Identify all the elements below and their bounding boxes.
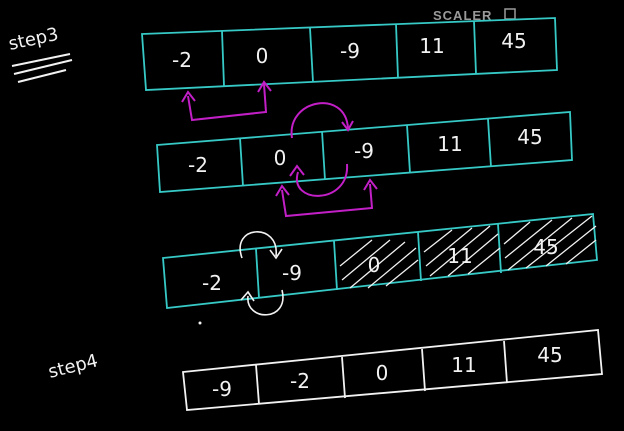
row2-cell-2: 0 bbox=[274, 146, 287, 170]
swap-arrow-row2 bbox=[275, 102, 378, 218]
row1-cell-1: -2 bbox=[172, 48, 192, 72]
arrow-head-icon bbox=[181, 90, 196, 103]
arrow-head-icon bbox=[240, 290, 255, 302]
row4-cell-1: -9 bbox=[212, 377, 232, 401]
step4-text: step4 bbox=[46, 350, 100, 383]
array-row-3: -2 -9 0 11 45 bbox=[162, 213, 598, 309]
step4-label: step4 bbox=[46, 350, 100, 383]
row4-cell-4: 11 bbox=[451, 353, 476, 377]
row1-cell-2: 0 bbox=[256, 44, 269, 68]
row1-cell-3: -9 bbox=[340, 39, 360, 63]
swap-arrow-row1 bbox=[181, 80, 272, 122]
logo-text: SCALER bbox=[433, 8, 492, 23]
row1-cell-4: 11 bbox=[419, 34, 444, 58]
row3-cell-4: 11 bbox=[447, 244, 472, 268]
step3-label: step3 bbox=[7, 24, 73, 83]
row2-cell-1: -2 bbox=[188, 153, 208, 177]
row3-cell-1: -2 bbox=[202, 271, 222, 295]
row3-cell-5: 45 bbox=[533, 235, 558, 259]
swap-arrow-row3 bbox=[198, 231, 284, 325]
step3-text: step3 bbox=[7, 24, 61, 55]
row2-cell-4: 11 bbox=[437, 132, 462, 156]
row2-cell-3: -9 bbox=[354, 139, 374, 163]
row3-cell-3: 0 bbox=[368, 253, 381, 277]
row3-cell-2: -9 bbox=[282, 261, 302, 285]
array-row-4: -9 -2 0 11 45 bbox=[182, 329, 603, 411]
array-row-2: -2 0 -9 11 45 bbox=[156, 111, 573, 193]
row4-cell-5: 45 bbox=[537, 343, 562, 367]
arrow-head-icon bbox=[275, 184, 290, 197]
row1-cell-5: 45 bbox=[501, 29, 526, 53]
row2-cell-5: 45 bbox=[517, 125, 542, 149]
sorted-hatch bbox=[339, 239, 419, 289]
arrow-head-icon bbox=[289, 164, 305, 177]
array-row-1: -2 0 -9 11 45 bbox=[141, 17, 558, 91]
arrow-head-icon bbox=[269, 248, 283, 260]
arrow-head-icon bbox=[341, 120, 354, 132]
arrow-head-icon bbox=[363, 178, 378, 191]
row4-cell-2: -2 bbox=[290, 369, 310, 393]
row4-cell-3: 0 bbox=[376, 361, 389, 385]
logo-mark-icon bbox=[504, 8, 516, 20]
arrow-head-icon bbox=[257, 80, 272, 93]
